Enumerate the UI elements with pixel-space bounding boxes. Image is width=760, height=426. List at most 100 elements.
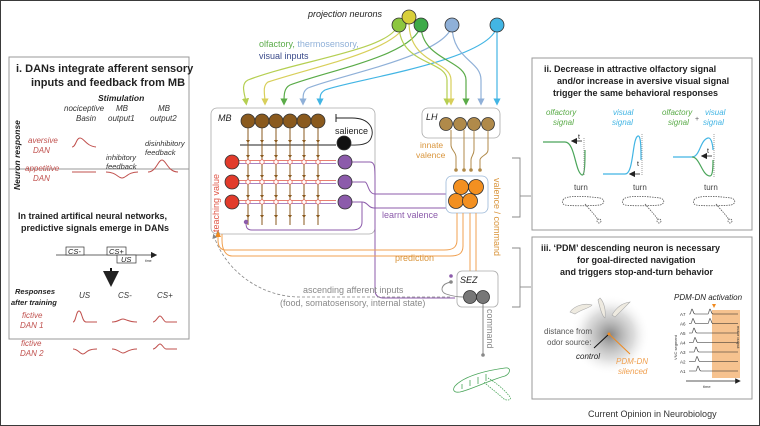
larva-turn-3 — [693, 195, 736, 207]
cs-plus-text: CS+ — [109, 247, 124, 256]
mbon-feedback — [245, 202, 363, 231]
lh-line-1 — [450, 130, 457, 170]
teaching-value-label: teaching value — [211, 174, 221, 232]
kenyon-cell — [282, 113, 298, 129]
vis-trace — [603, 135, 642, 175]
kc-synapse-arrow — [316, 155, 320, 158]
input-line-6 — [398, 24, 451, 106]
vnc-segment-label: VNC segment — [673, 334, 678, 360]
mbon-2 — [337, 174, 353, 190]
larva-turn-2-head — [656, 218, 662, 224]
sez-neuron-2 — [476, 290, 490, 304]
pdm-activation-band — [712, 310, 740, 378]
panel-ii-title-2: and/or increase in aversive visual signa… — [557, 76, 729, 86]
lh-neuron-2 — [453, 117, 467, 131]
panel-iii: iii. ‘PDM’ descending neuron is necessar… — [531, 236, 753, 400]
pn-olfactory-light — [391, 17, 407, 33]
kc-synapse-arrow — [302, 175, 306, 178]
vis-t: t — [637, 161, 639, 168]
plus-sign: + — [695, 116, 699, 123]
valence-neuron-3 — [448, 193, 464, 209]
mbon-line-2 — [344, 181, 449, 195]
fictive-dan2-a: fictive — [21, 339, 42, 348]
vnc-trace-a5 — [689, 327, 738, 334]
lh-terminal-2 — [462, 168, 466, 172]
journal-credit: Current Opinion in Neurobiology — [588, 409, 717, 419]
mbon-line-1 — [344, 161, 455, 299]
panel-i-border — [8, 56, 190, 340]
col-cs-minus: CS- — [118, 291, 132, 300]
kc-mbon-synapse — [273, 159, 279, 165]
row-aversive-dan: DAN — [33, 146, 50, 155]
kc-synapse-arrow — [288, 175, 292, 178]
vnc-trace-a6 — [689, 318, 738, 324]
center-circuit: projection neurons olfactory, thermosens… — [210, 9, 511, 401]
kc-mbon-synapse — [259, 179, 265, 185]
vis-signal-3b: signal — [703, 118, 724, 127]
kc-synapse-arrow — [274, 155, 278, 158]
kc-synapse-arrow — [274, 195, 278, 198]
panel-i: i. DANs integrate afferent sensory input… — [8, 56, 194, 358]
dan-neuron — [224, 154, 240, 170]
trace-dan2-csp — [152, 343, 177, 350]
pn-yellow — [401, 9, 417, 25]
kc-mbon-synapse — [315, 179, 321, 185]
kenyon-cell — [268, 113, 284, 129]
us-box — [116, 254, 137, 264]
learnt-valence-label: learnt valence — [382, 210, 438, 220]
trace-dan2-us — [72, 348, 98, 355]
larva-silhouette-1 — [569, 303, 593, 315]
kc-synapse-arrow — [288, 215, 292, 218]
fictive-dan2-b: DAN 2 — [20, 349, 44, 358]
sez-label: SEZ — [460, 275, 478, 285]
input-line-4 — [299, 24, 453, 106]
distance-label-2: odor source: — [547, 338, 591, 347]
panel-ii-border — [531, 57, 753, 231]
kc-synapse-arrow — [274, 215, 278, 218]
input-line-2 — [261, 19, 409, 106]
cs-minus-box — [65, 246, 85, 256]
lh-line-3 — [470, 130, 475, 170]
olf-t: t — [578, 134, 580, 141]
neuron-response-label: Neuron response — [12, 120, 22, 190]
olf-signal-1a: olfactory — [546, 108, 577, 117]
kc-synapse-arrow — [246, 215, 250, 218]
silenced-label: silenced — [618, 367, 648, 376]
kc-mbon-synapse — [259, 159, 265, 165]
col-us: US — [79, 291, 91, 300]
lh-label: LH — [426, 112, 438, 122]
trace-appetitive-mb1 — [105, 171, 139, 179]
bracket-iii — [512, 247, 521, 308]
brackets — [512, 157, 531, 308]
trace-dan1-us — [72, 310, 97, 323]
silenced-distance-line — [608, 333, 631, 355]
vis-signal-2a: visual — [613, 108, 634, 117]
subpanel-title-2: predictive signals emerge in DANs — [21, 223, 169, 233]
prediction-line-2 — [221, 213, 464, 257]
panel-ii: ii. Decrease in attractive olfactory sig… — [531, 57, 753, 231]
valence-neuron-2 — [468, 179, 484, 195]
kc-mbon-synapse — [301, 199, 307, 205]
input-line-5 — [316, 24, 498, 106]
kc-mbon-synapse — [273, 199, 279, 205]
col-basin: Basin — [76, 114, 97, 123]
input-line-8 — [420, 24, 470, 106]
kc-synapse-arrow — [274, 140, 278, 143]
vnc-segment-a1: A1 — [680, 369, 686, 374]
valence-command-label: valence / command — [492, 178, 502, 256]
kc-mbon-synapse — [315, 199, 321, 205]
panel-iii-title-2: for goal-directed navigation — [577, 255, 696, 265]
ascending-label-1: ascending afferent inputs — [303, 285, 404, 295]
disinhibitory-label: disinhibitory — [145, 139, 186, 148]
larva-turn-3-head — [727, 218, 733, 224]
combo-vis-trace — [673, 137, 714, 158]
kc-synapse-arrow — [316, 195, 320, 198]
motor-output-label: motor output — [736, 326, 741, 349]
kc-synapse-arrow — [288, 195, 292, 198]
fictive-dan1-b: DAN 1 — [20, 321, 44, 330]
lh-neuron-4 — [481, 117, 495, 131]
col-cs-plus: CS+ — [157, 291, 173, 300]
lh-neuron-3 — [467, 117, 481, 131]
ascending-afferent-line — [212, 233, 450, 298]
